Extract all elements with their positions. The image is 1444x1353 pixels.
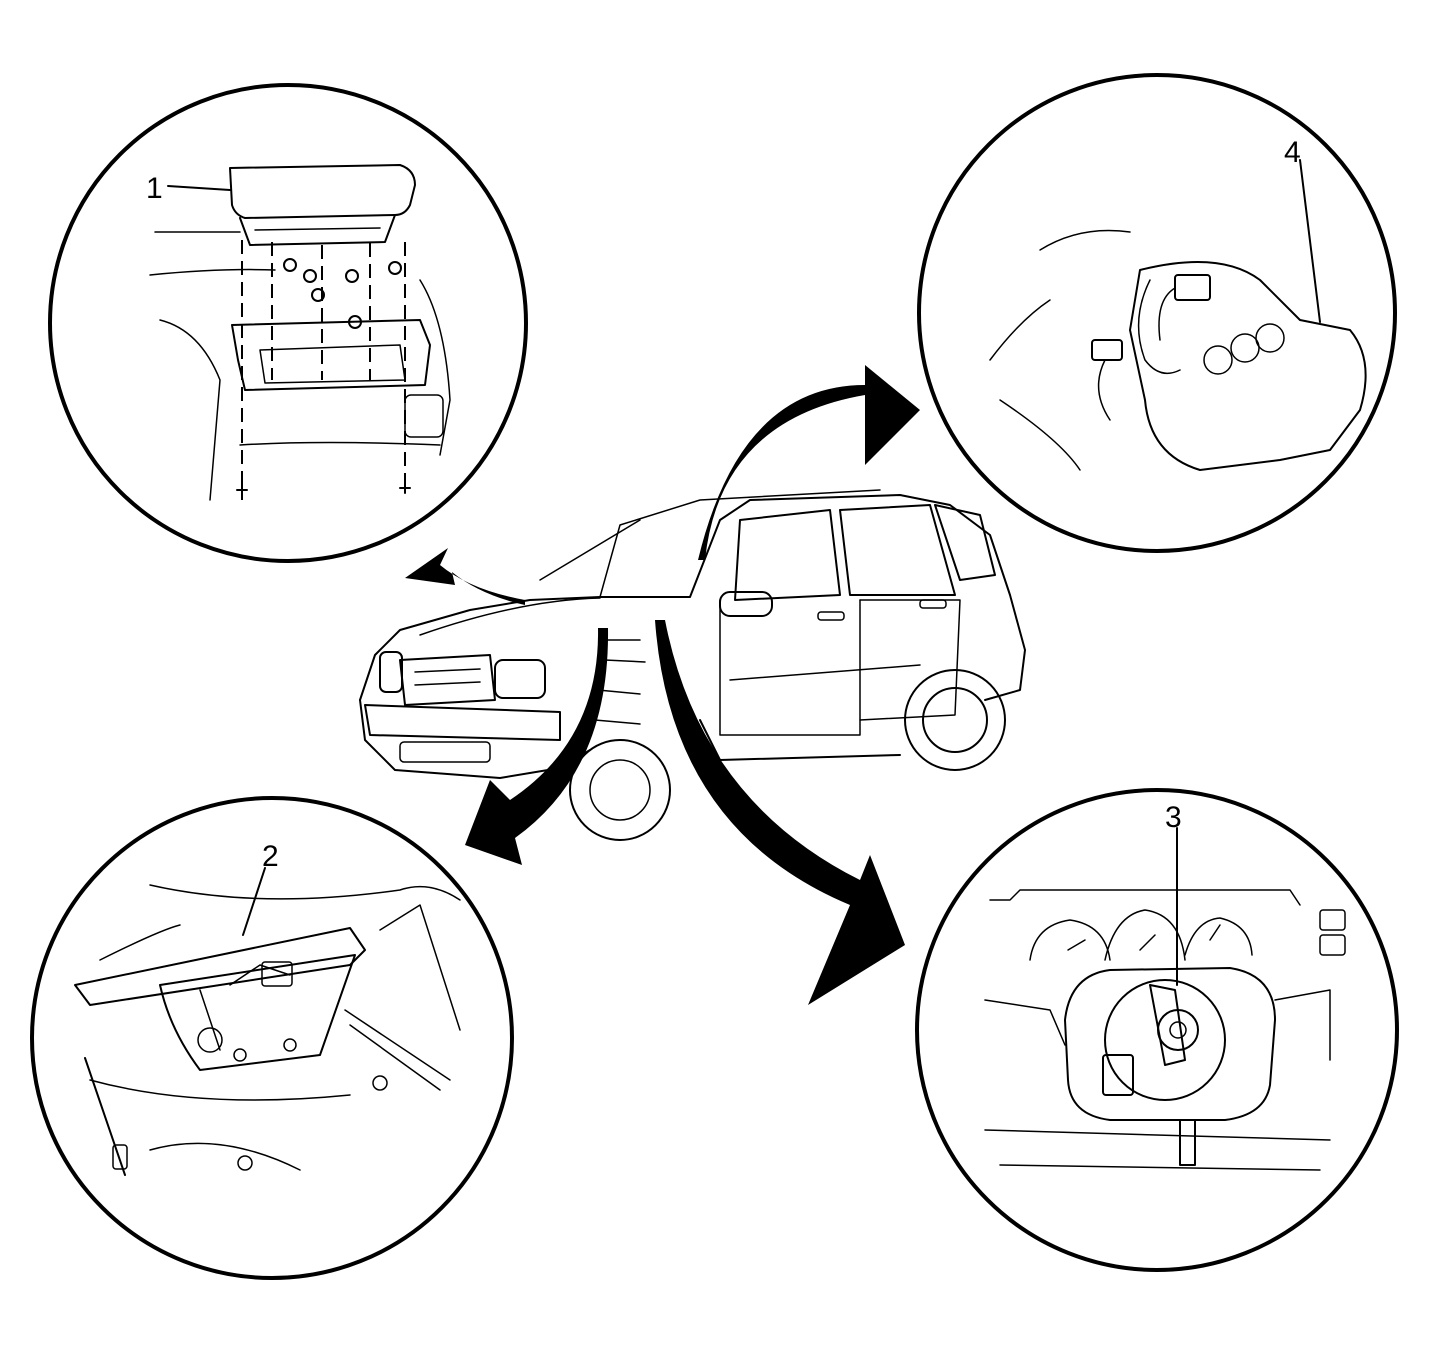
arrows [405, 365, 920, 1005]
callout-3: 3 [1165, 801, 1182, 834]
arrow-icon [465, 628, 609, 865]
detail-circle-1: 1 [48, 83, 528, 563]
detail-circle-4: 4 [917, 73, 1397, 553]
detail-circle-2: 2 [30, 796, 514, 1280]
detail-circle-3: 3 [915, 788, 1399, 1272]
callout-2: 2 [262, 840, 279, 873]
arrow-icon [655, 620, 905, 1005]
callout-1: 1 [146, 172, 163, 205]
vehicle-illustration [359, 489, 1026, 841]
arrow-icon [405, 548, 525, 605]
callout-4: 4 [1284, 136, 1301, 169]
arrow-icon [698, 365, 920, 560]
